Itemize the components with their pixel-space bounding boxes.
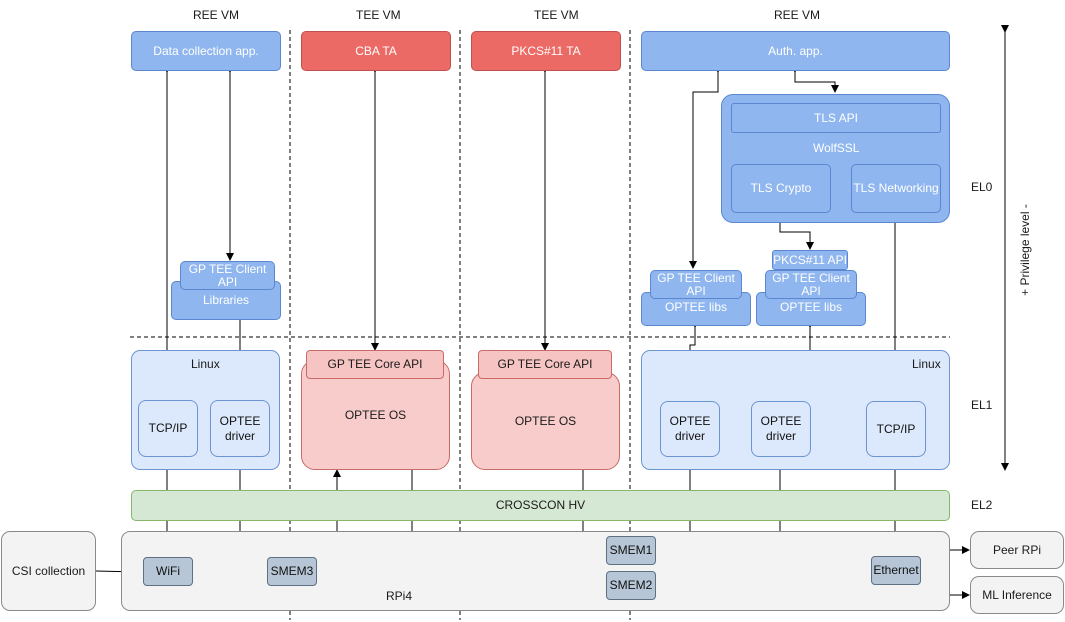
gp-tee-client-api-right-1: GP TEE Client API — [650, 270, 742, 299]
tls-api: TLS API — [731, 103, 941, 133]
level-el0: EL0 — [971, 180, 993, 194]
gp-tee-core-api-1: GP TEE Core API — [306, 350, 444, 379]
gp-tee-client-api-right-2: GP TEE Client API — [765, 270, 857, 299]
smem3: SMEM3 — [267, 557, 317, 586]
tls-crypto: TLS Crypto — [731, 164, 831, 213]
csi-collection: CSI collection — [1, 531, 96, 611]
optee-driver-right-1: OPTEE driver — [660, 401, 720, 457]
column-header-tee-2: TEE VM — [534, 8, 579, 22]
data-collection-app: Data collection app. — [131, 31, 281, 71]
optee-driver-right-2: OPTEE driver — [751, 401, 811, 457]
wifi-chip: WiFi — [143, 557, 193, 586]
rpi4-label: RPi4 — [386, 589, 413, 603]
column-header-ree-2: REE VM — [774, 8, 821, 22]
arrow-auth-tlsapi — [791, 65, 839, 93]
ml-inference: ML Inference — [970, 576, 1064, 614]
arrow-auth-gpclient — [689, 65, 722, 269]
smem2: SMEM2 — [606, 571, 656, 600]
gp-tee-core-api-2: GP TEE Core API — [478, 350, 612, 379]
auth-app: Auth. app. — [641, 31, 950, 71]
linux-left-label: Linux — [191, 357, 220, 371]
optee-os-2: OPTEE OS — [471, 372, 620, 470]
tcpip-left: TCP/IP — [138, 400, 198, 457]
ethernet-chip: Ethernet — [871, 556, 921, 585]
level-el2: EL2 — [971, 498, 993, 512]
privilege-level-label: + Privilege level - — [1018, 204, 1032, 296]
wolfssl-title: WolfSSL — [813, 141, 860, 155]
smem1: SMEM1 — [606, 536, 656, 565]
tcpip-right: TCP/IP — [866, 401, 926, 457]
peer-rpi: Peer RPi — [970, 531, 1064, 569]
pkcs11-ta: PKCS#11 TA — [471, 31, 621, 71]
column-header-ree-1: REE VM — [193, 8, 240, 22]
level-el1: EL1 — [971, 398, 993, 412]
optee-driver-left: OPTEE driver — [210, 400, 270, 457]
gp-tee-client-api-left: GP TEE Client API — [180, 261, 275, 290]
tls-networking: TLS Networking — [851, 164, 941, 213]
crosscon-hv: CROSSCON HV — [131, 490, 950, 521]
rpi4-board — [121, 531, 950, 611]
cba-ta: CBA TA — [301, 31, 451, 71]
linux-right-label: Linux — [912, 357, 941, 371]
arrow-crypto-pkcs11api — [776, 207, 814, 250]
pkcs11-api: PKCS#11 API — [772, 250, 848, 270]
column-header-tee-1: TEE VM — [356, 8, 401, 22]
